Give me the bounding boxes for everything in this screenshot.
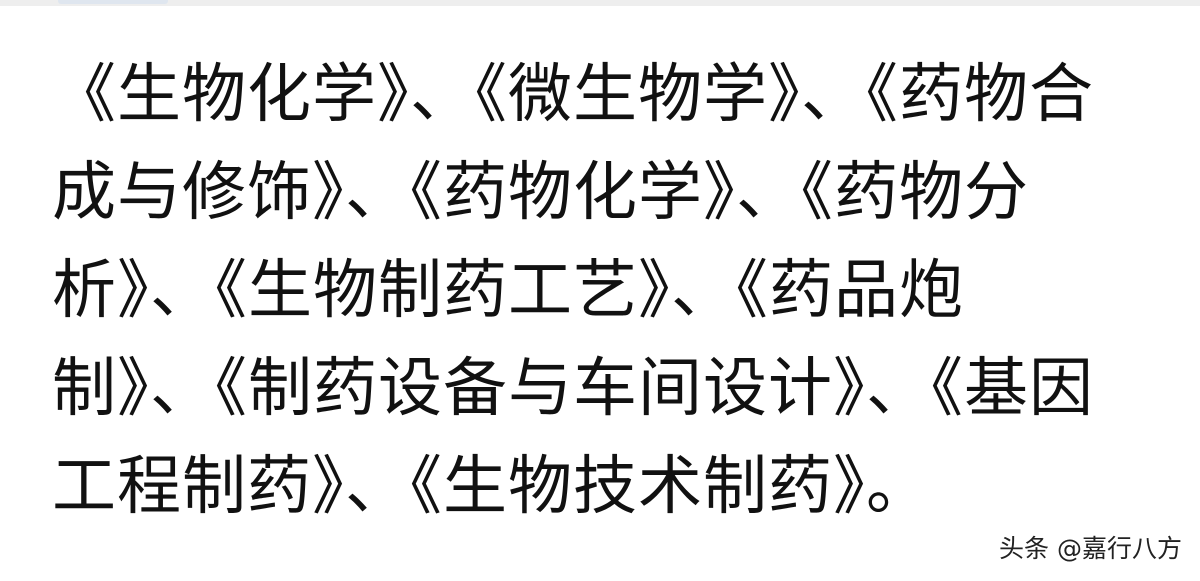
top-accent-bar (58, 0, 168, 4)
article-paragraph: 《生物化学》、《微生物学》、《药物合 成与修饰》、《药物化学》、《药物分 析》、… (52, 46, 1162, 536)
paragraph-line: 工程制药》、《生物技术制药》。 (52, 450, 931, 524)
source-watermark: 头条 @嘉行八方 (999, 534, 1182, 563)
paragraph-line: 析》、《生物制药工艺》、《药品炮 (52, 254, 964, 328)
paragraph-line: 《生物化学》、《微生物学》、《药物合 (52, 58, 1094, 132)
paragraph-line: 成与修饰》、《药物化学》、《药物分 (52, 156, 1029, 230)
paragraph-line: 制》、《制药设备与车间设计》、《基因 (52, 352, 1094, 426)
top-divider-strip (0, 0, 1200, 6)
